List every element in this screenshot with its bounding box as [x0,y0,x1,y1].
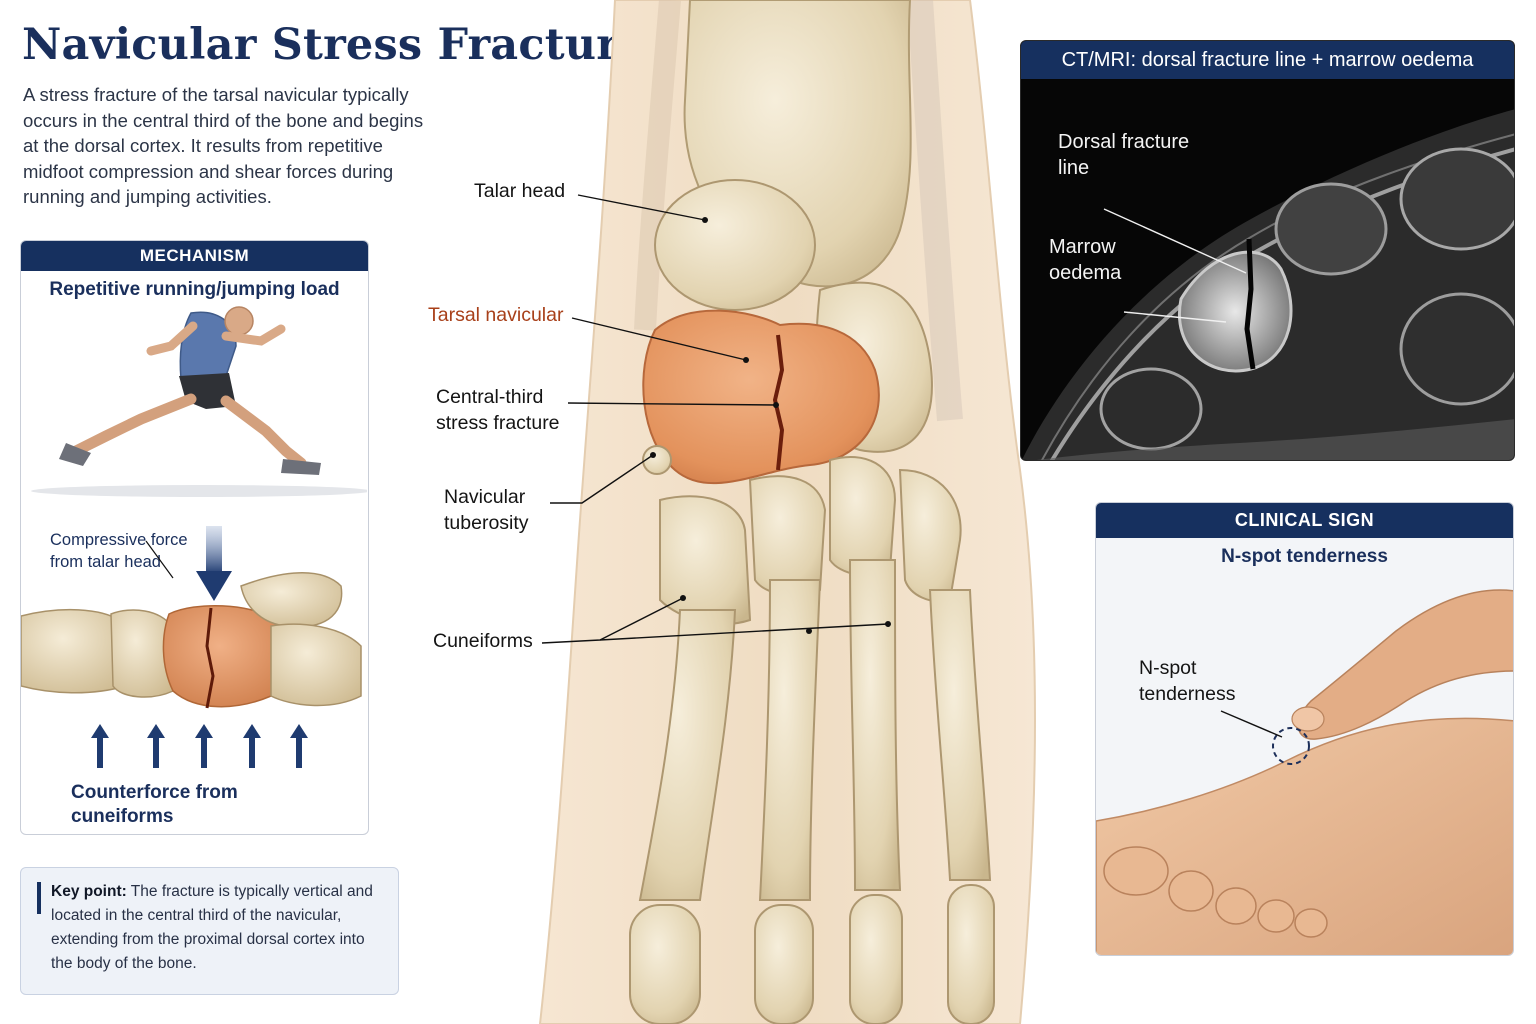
mri-dorsal-line2: line [1058,157,1090,179]
label-tuberosity-line1: Navicular [444,486,526,508]
key-point-text: The fracture is typically vertical and l… [51,883,373,972]
counter-line2: cuneiforms [71,806,174,827]
label-tuberosity-line2: tuberosity [444,512,529,534]
compressive-force-label: Compressive force from talar head [50,529,188,573]
label-central-third-line2: stress fracture [436,412,560,434]
clinical-header: CLINICAL SIGN [1096,503,1513,538]
label-navicular-tuberosity: Navicular tuberosity [444,484,529,536]
mri-marrow-line2: oedema [1049,262,1122,284]
mri-marrow-oedema-label: Marrow oedema [1049,234,1121,286]
counterforce-label: Counterforce from cuneiforms [71,781,238,829]
n-spot-line1: N-spot [1139,657,1197,679]
n-spot-palpation-illustration [1096,589,1513,955]
mechanism-panel: MECHANISM Repetitive running/jumping loa… [20,240,369,835]
mri-panel: CT/MRI: dorsal fracture line + marrow oe… [1020,40,1515,461]
mri-dorsal-line1: Dorsal fracture [1058,131,1190,153]
mechanism-subtitle: Repetitive running/jumping load [49,279,340,300]
key-point-box: Key point: The fracture is typically ver… [20,867,399,995]
label-cuneiforms: Cuneiforms [433,630,533,652]
label-tarsal-navicular: Tarsal navicular [428,304,564,326]
intro-text: A stress fracture of the tarsal navicula… [23,84,424,207]
midfoot-compression-diagram [21,526,362,768]
key-point-label: Key point: [51,883,127,900]
clinical-subtitle: N-spot tenderness [1221,546,1388,567]
label-central-third-fracture: Central-third stress fracture [436,384,560,436]
foot-skeleton-illustration [538,0,1036,1024]
mri-header: CT/MRI: dorsal fracture line + marrow oe… [1021,41,1514,79]
n-spot-tenderness-label: N-spot tenderness [1139,655,1235,707]
page-title: Navicular Stress Fracture [22,20,647,70]
mri-marrow-line1: Marrow [1049,236,1116,258]
label-talar-head: Talar head [474,180,566,202]
clinical-sign-panel: CLINICAL SIGN N-spot tenderness N-spot t… [1095,502,1514,956]
compressive-line2: from talar head [50,553,161,571]
compressive-line1: Compressive force [50,531,188,549]
mri-scan-image [1021,79,1514,460]
key-point-accent-bar [37,882,41,914]
n-spot-line2: tenderness [1139,683,1236,705]
label-central-third-line1: Central-third [436,386,544,408]
runner-illustration [31,306,367,497]
mechanism-header: MECHANISM [21,241,368,271]
counter-line1: Counterforce from [71,782,238,803]
mri-dorsal-fracture-label: Dorsal fracture line [1058,129,1189,181]
